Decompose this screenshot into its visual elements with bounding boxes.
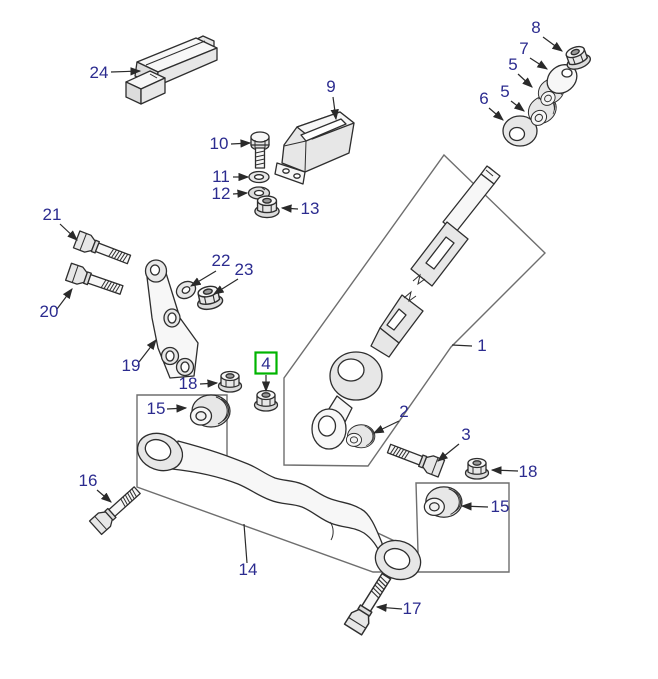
part-18-nut-left (217, 370, 243, 393)
part-3-bolt (385, 439, 446, 478)
callout-21-label[interactable]: 21 (43, 205, 62, 224)
callout-6-label[interactable]: 6 (479, 89, 488, 108)
callout-4-label[interactable]: 4 (261, 354, 270, 373)
callout-8-label[interactable]: 8 (531, 18, 540, 37)
part-8-nut (565, 45, 592, 70)
callout-leaders (56, 36, 563, 612)
callout-9-label[interactable]: 9 (326, 77, 335, 96)
part-19-link-bracket (144, 259, 199, 379)
callout-18-right-label[interactable]: 18 (519, 462, 538, 481)
callout-5-lower-label[interactable]: 5 (500, 82, 509, 101)
part-2-bush (345, 424, 376, 449)
highlight-box-part-4 (254, 351, 278, 375)
part-22-washer (175, 280, 197, 300)
callout-15-right-label[interactable]: 15 (491, 497, 510, 516)
callout-5-upper-label[interactable]: 5 (508, 55, 517, 74)
callout-3-label[interactable]: 3 (461, 425, 470, 444)
part-23-nut (193, 283, 225, 313)
part-11-washer (248, 170, 270, 184)
callout-19-label[interactable]: 19 (122, 356, 141, 375)
part-6-cup-washer (502, 115, 538, 147)
callout-13-label[interactable]: 13 (301, 199, 320, 218)
part-17-bolt (343, 570, 396, 636)
part-4-nut (253, 389, 279, 412)
part-24-bracket (125, 35, 218, 105)
part-10-bolt (250, 131, 270, 169)
callout-12-label[interactable]: 12 (212, 184, 231, 203)
part-21-bolt (72, 230, 133, 269)
callout-14-label[interactable]: 14 (239, 560, 258, 579)
callout-20-label[interactable]: 20 (40, 302, 59, 321)
callout-2-label[interactable]: 2 (399, 402, 408, 421)
part-14-link-arm (136, 432, 422, 581)
part-1-arm-assembly (311, 165, 501, 450)
callout-16-label[interactable]: 16 (79, 471, 98, 490)
callout-24-label[interactable]: 24 (90, 63, 109, 82)
callout-1-label[interactable]: 1 (477, 336, 486, 355)
callout-7-label[interactable]: 7 (519, 39, 528, 58)
callout-22-label[interactable]: 22 (212, 251, 231, 270)
callout-11-label[interactable]: 11 (212, 167, 230, 186)
callout-15-left-label[interactable]: 15 (147, 399, 166, 418)
group-box-part-14 (136, 394, 510, 573)
callout-23-label[interactable]: 23 (235, 260, 254, 279)
callout-18-left-label[interactable]: 18 (179, 374, 198, 393)
group-box-part-1 (283, 153, 546, 467)
part-15-bush-left (189, 394, 231, 428)
callout-10-label[interactable]: 10 (210, 134, 229, 153)
part-15-bush-right (423, 486, 463, 518)
part-13-nut (254, 195, 280, 219)
callout-17-label[interactable]: 17 (403, 599, 422, 618)
part-20-bolt (64, 262, 126, 300)
part-18-nut-right (464, 457, 490, 480)
part-9-bracket (274, 111, 355, 185)
